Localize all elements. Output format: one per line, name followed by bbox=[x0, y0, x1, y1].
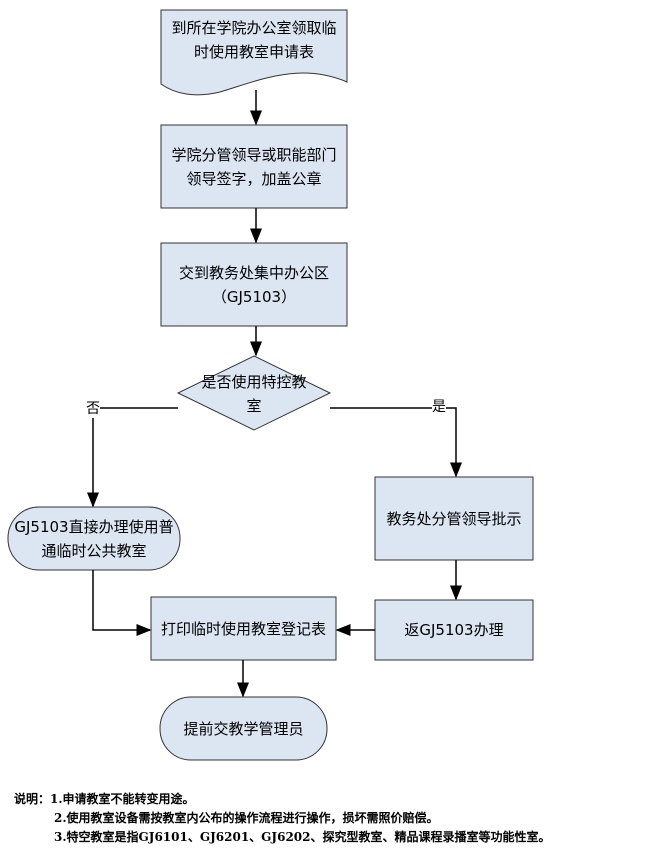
note-item: 3.特空教室是指GJ6101、GJ6201、GJ6202、探究型教室、精品课程录… bbox=[54, 830, 551, 844]
submit-box bbox=[160, 242, 348, 327]
document-shape bbox=[160, 9, 348, 96]
note-item: 1.申请教室不能转变用途。 bbox=[50, 792, 195, 806]
no-label: 否 bbox=[86, 398, 100, 418]
end-text: 提前交教学管理员 bbox=[183, 719, 304, 738]
step-approval: 学院分管领导或职能部门领导签字，加盖公章 bbox=[171, 145, 337, 188]
notes: 说明：1.申请教室不能转变用途。 2.使用教室设备需按教室内公布的操作流程进行操… bbox=[14, 790, 551, 847]
approval-box bbox=[160, 124, 348, 209]
return-box bbox=[374, 599, 534, 661]
yes-label: 是 bbox=[432, 396, 446, 416]
decision-text: 是否使用特控教室 bbox=[201, 373, 307, 415]
return-text: 返GJ5103办理 bbox=[404, 621, 504, 639]
print-text: 打印临时使用教室登记表 bbox=[161, 619, 327, 638]
step-get-form: 到所在学院办公室领取临时使用教室申请表 bbox=[171, 19, 337, 61]
yes-branch-box bbox=[374, 476, 534, 561]
notes-title: 说明： bbox=[14, 792, 51, 806]
no-branch-text: GJ5103直接办理使用普通临时公共教室 bbox=[14, 517, 174, 560]
step-submit: 交到教务处集中办公区（GJ5103） bbox=[178, 263, 329, 306]
note-item: 2.使用教室设备需按教室内公布的操作流程进行操作，损坏需照价赔偿。 bbox=[54, 811, 439, 825]
connectors bbox=[87, 90, 462, 698]
decision-diamond bbox=[176, 355, 332, 431]
yes-branch-text: 教务处分管领导批示 bbox=[386, 509, 522, 528]
